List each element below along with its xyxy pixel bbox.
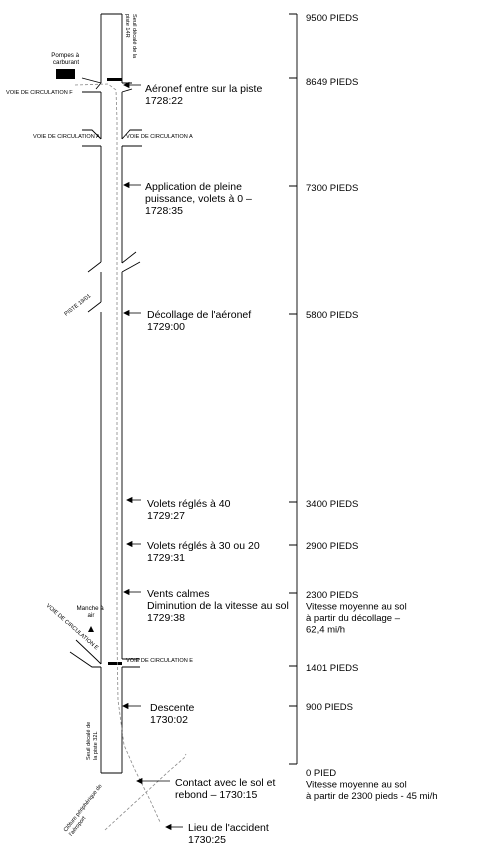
fence-label: Clôture périphérique de l'aéroport	[63, 782, 110, 837]
event-line: Aéronef entre sur la piste	[145, 83, 262, 95]
event-line: Décollage de l'aéronef	[147, 309, 251, 321]
event-arrows	[122, 81, 183, 831]
event-line: 1729:27	[147, 510, 185, 522]
event-line: 1729:38	[147, 612, 185, 624]
event-line: Diminution de la vitesse au sol	[147, 600, 289, 612]
distances-layer: 9500 PIEDS 8649 PIEDS 7300 PIEDS 5800 PIEDS…	[306, 13, 438, 802]
distance-axis	[289, 13, 298, 765]
flight-path	[74, 83, 187, 831]
distance-note-line: 62,4 mi/h	[306, 625, 345, 636]
distance-note-line: Vitesse moyenne au sol	[306, 780, 407, 791]
distance-note-line: à partir de 2300 pieds - 45 mi/h	[306, 791, 438, 802]
event-line: puissance, volets à 0 –	[145, 193, 252, 205]
taxiway-a-right-label: VOIE DE CIRCULATION A	[126, 134, 193, 140]
event-line: Vents calmes	[147, 588, 209, 600]
threshold-bar-32l	[108, 662, 122, 665]
threshold-32l-label: Seuil décalé de la piste 32L	[86, 720, 99, 760]
event-line: Volets réglés à 30 ou 20	[147, 540, 260, 552]
distance-label: 5800 PIEDS	[306, 310, 358, 321]
event-line: Contact avec le sol et	[175, 777, 275, 789]
threshold-bar-14r	[107, 78, 122, 81]
distance-label: 7300 PIEDS	[306, 183, 358, 194]
distance-label: 9500 PIEDS	[306, 13, 358, 24]
runway-outline	[69, 13, 142, 774]
event-line: 1728:22	[145, 95, 183, 107]
event-line: 1728:35	[145, 205, 183, 217]
fuel-pumps-block	[56, 69, 75, 79]
threshold-14r-label: Seuil décalé de la piste 14R	[124, 14, 137, 60]
windsock-icon	[88, 626, 94, 632]
event-line: 1730:25	[188, 834, 226, 846]
event-line: Volets réglés à 40	[147, 498, 231, 510]
windsock-label: Manche à air	[77, 605, 106, 619]
distance-label: 8649 PIEDS	[306, 77, 358, 88]
distance-label: 900 PIEDS	[306, 702, 353, 713]
taxiway-f-label: VOIE DE CIRCULATION F	[6, 90, 73, 96]
distance-note-line: Vitesse moyenne au sol	[306, 602, 407, 613]
event-line: Application de pleine	[145, 181, 242, 193]
event-line: rebond – 1730:15	[175, 789, 257, 801]
distance-label: 1401 PIEDS	[306, 663, 358, 674]
event-line: 1729:31	[147, 552, 185, 564]
event-line: Descente	[150, 702, 195, 714]
distance-note-line: à partir du décollage –	[306, 613, 401, 624]
fuel-pumps-label: Pompes à carburant	[51, 52, 81, 66]
event-line: 1729:00	[147, 321, 185, 333]
taxiway-a-left-label: VOIE DE CIRCULATION A	[33, 134, 100, 140]
distance-label: 3400 PIEDS	[306, 499, 358, 510]
taxiway-e-right-label: VOIE DE CIRCULATION E	[126, 658, 193, 664]
event-line: Lieu de l'accident	[188, 822, 269, 834]
distance-label: 2900 PIEDS	[306, 541, 358, 552]
runway-19-01-label: PISTE 19/01	[64, 293, 93, 317]
event-line: 1730:02	[150, 714, 188, 726]
